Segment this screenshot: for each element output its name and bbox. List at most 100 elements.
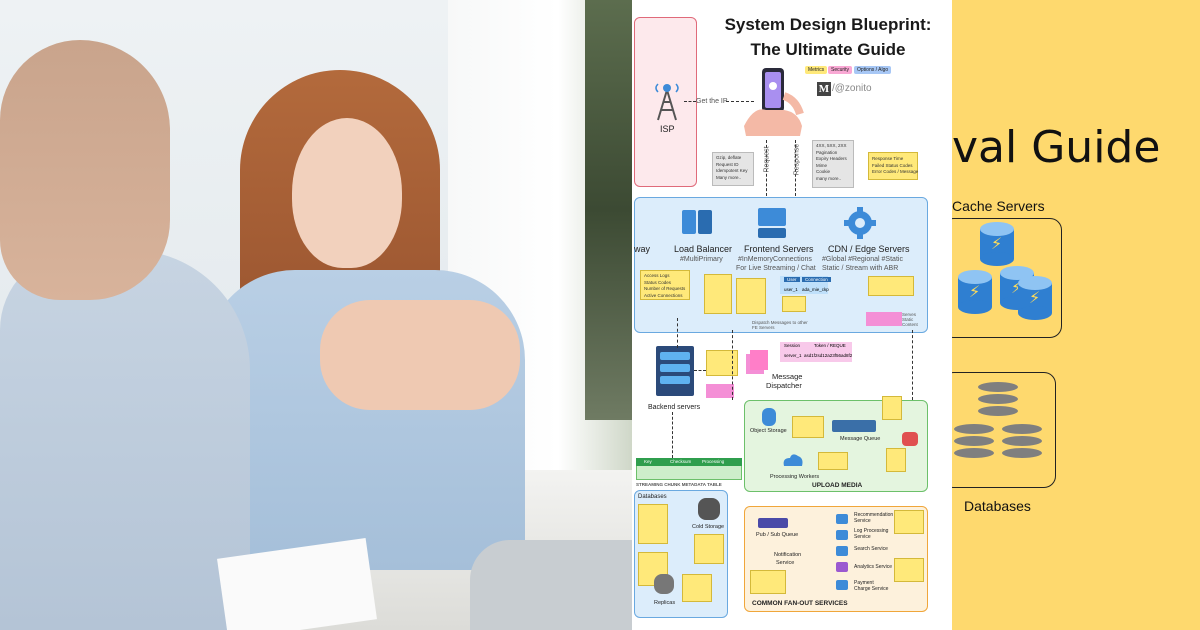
- message-queue-label: Message Queue: [840, 436, 881, 442]
- cdn-sub: Static / Stream with ABR: [822, 265, 899, 272]
- interviewer-body: [0, 250, 250, 630]
- message-dispatcher-label-2: Dispatcher: [766, 381, 802, 390]
- cdn-security-notes: [866, 312, 902, 326]
- database-icon: [1000, 422, 1044, 468]
- blueprint-title-line2: The Ultimate Guide: [750, 40, 906, 59]
- get-ip-arrow-2: [726, 101, 754, 102]
- recommendation-notes: [894, 510, 924, 534]
- access-note: Access Logs: [644, 273, 670, 278]
- notification-notes: [750, 570, 786, 594]
- legend-security: Security: [828, 66, 853, 74]
- request-note: Request ID: [716, 161, 739, 167]
- response-notes: [812, 140, 854, 188]
- frontend-server-icon: [758, 208, 786, 226]
- upload-media-label: UPLOAD MEDIA: [812, 482, 863, 489]
- cache-servers-label: Cache Servers: [952, 198, 1045, 214]
- analytics-service-label: Analytics Service: [854, 564, 893, 570]
- log-processing-service-label: Log Processing Service: [854, 528, 889, 540]
- frontend-server-icon: [758, 228, 786, 238]
- session-table-header: Session: [784, 343, 801, 348]
- get-ip-arrow: [684, 101, 696, 102]
- response-note: Cookie: [816, 169, 831, 175]
- request-label: Request: [763, 146, 771, 173]
- fe-notes-2: [782, 296, 806, 312]
- antenna-icon: [655, 83, 679, 121]
- encoded-storage-icon: [902, 432, 918, 446]
- frontend-sub: For Live Streaming / Chat: [736, 265, 816, 272]
- backend-server-icon: [660, 376, 690, 384]
- processing-workers-icon: [783, 454, 803, 466]
- connector-line: [694, 370, 706, 371]
- notification-service-label-1: Notification: [774, 552, 802, 558]
- metric-notes-text: Response Time Failed Status Codes Error …: [872, 156, 918, 176]
- user-table-header-connection: Connection: [802, 277, 831, 282]
- response-note: Mime: [816, 162, 827, 168]
- fanout-service-icon: [836, 580, 848, 590]
- databases-label: Databases: [638, 494, 667, 500]
- object-storage-notes: [792, 416, 824, 438]
- database-notes: [638, 504, 668, 544]
- replica-notes: [682, 574, 712, 602]
- request-note: Gzip, deflate: [716, 155, 742, 160]
- payment-charge-service-label: Payment Charge Service: [854, 580, 889, 592]
- response-note: Pagination: [816, 149, 838, 155]
- response-notes-text: 4XX, 5XX, 2XX Pagination Expiry Headers …: [816, 143, 847, 183]
- notification-service-label-2: Service: [776, 560, 795, 566]
- streaming-table-col: Processing: [702, 459, 725, 464]
- backend-security: [706, 384, 734, 398]
- connector-line: [732, 330, 733, 400]
- blueprint-title-line1: System Design Blueprint:: [724, 15, 932, 34]
- common-fanout-label: COMMON FAN-OUT SERVICES: [752, 600, 848, 607]
- gateway-label: way: [634, 244, 651, 254]
- response-line: [795, 140, 796, 196]
- recommendation-service-label: Recommendation Service: [854, 512, 894, 524]
- dispatch-label: Dispatch Messages to other FE Servers: [752, 320, 808, 330]
- cache-server-icon: ⚡: [1018, 276, 1052, 320]
- metric-notes: [868, 152, 918, 180]
- lb-notes: [704, 274, 732, 314]
- medium-logo: M: [817, 82, 831, 96]
- phone-hand-icon: [744, 68, 804, 136]
- session-table-header: Token / REQUE: [814, 343, 846, 348]
- access-note: Status Codes: [644, 279, 672, 285]
- databases-label: Databases: [964, 498, 1031, 514]
- message-dispatcher-icon: [746, 350, 768, 374]
- candidate-hands: [320, 300, 520, 410]
- backend-servers-label: Backend servers: [648, 404, 701, 411]
- cache-server-icon: ⚡: [958, 270, 992, 314]
- object-storage-label: Object Storage: [750, 428, 787, 434]
- object-storage-icon: [762, 408, 776, 426]
- queue-notes: [882, 396, 902, 420]
- streaming-table-label: STREAMING CHUNK METADATA TABLE: [636, 482, 722, 487]
- message-dispatcher-label-1: Message: [772, 372, 803, 381]
- pub-sub-queue-icon: [758, 518, 788, 528]
- access-note: Number of Requests: [644, 286, 686, 291]
- cold-storage-notes: [694, 534, 724, 564]
- streaming-table-header: [636, 458, 742, 466]
- metric-note: Error Codes / Message: [872, 169, 919, 174]
- connector-line: [912, 330, 913, 400]
- backend-server-icon: [660, 364, 690, 372]
- cache-server-icon: ⚡: [980, 222, 1014, 266]
- database-icon: [952, 422, 996, 468]
- pub-sub-queue-label: Pub / Sub Queue: [756, 532, 799, 538]
- user-table-cell: user_1: [784, 287, 798, 292]
- cold-storage-label: Cold Storage: [692, 524, 725, 530]
- session-table-cell: asd1f2sd12a23f56ad8f2: [804, 353, 853, 358]
- cdn-gear-icon: [844, 207, 876, 239]
- replicas-icon: [654, 574, 674, 594]
- interviewer-head: [0, 40, 170, 300]
- interview-photo: [0, 0, 632, 630]
- cdn-notes: [868, 276, 914, 296]
- cold-storage-icon: [698, 498, 720, 520]
- analytics-notes: [894, 558, 924, 582]
- user-table-cell: ada_mie_ckp: [802, 287, 829, 292]
- processing-notes: [818, 452, 848, 470]
- request-notes-text: Gzip, deflate Request ID Idempotent Key …: [716, 155, 748, 181]
- legend-metrics: Metrics: [805, 66, 828, 74]
- load-balancer-server-icon: [698, 210, 712, 234]
- legend-options: Options / Algo: [854, 66, 892, 74]
- backend-server-icon: [660, 352, 690, 360]
- streaming-table-col: Checksum: [670, 459, 692, 464]
- guide-panel: val Guide Cache Servers ⚡ ⚡ ⚡ ⚡ Database…: [952, 0, 1200, 630]
